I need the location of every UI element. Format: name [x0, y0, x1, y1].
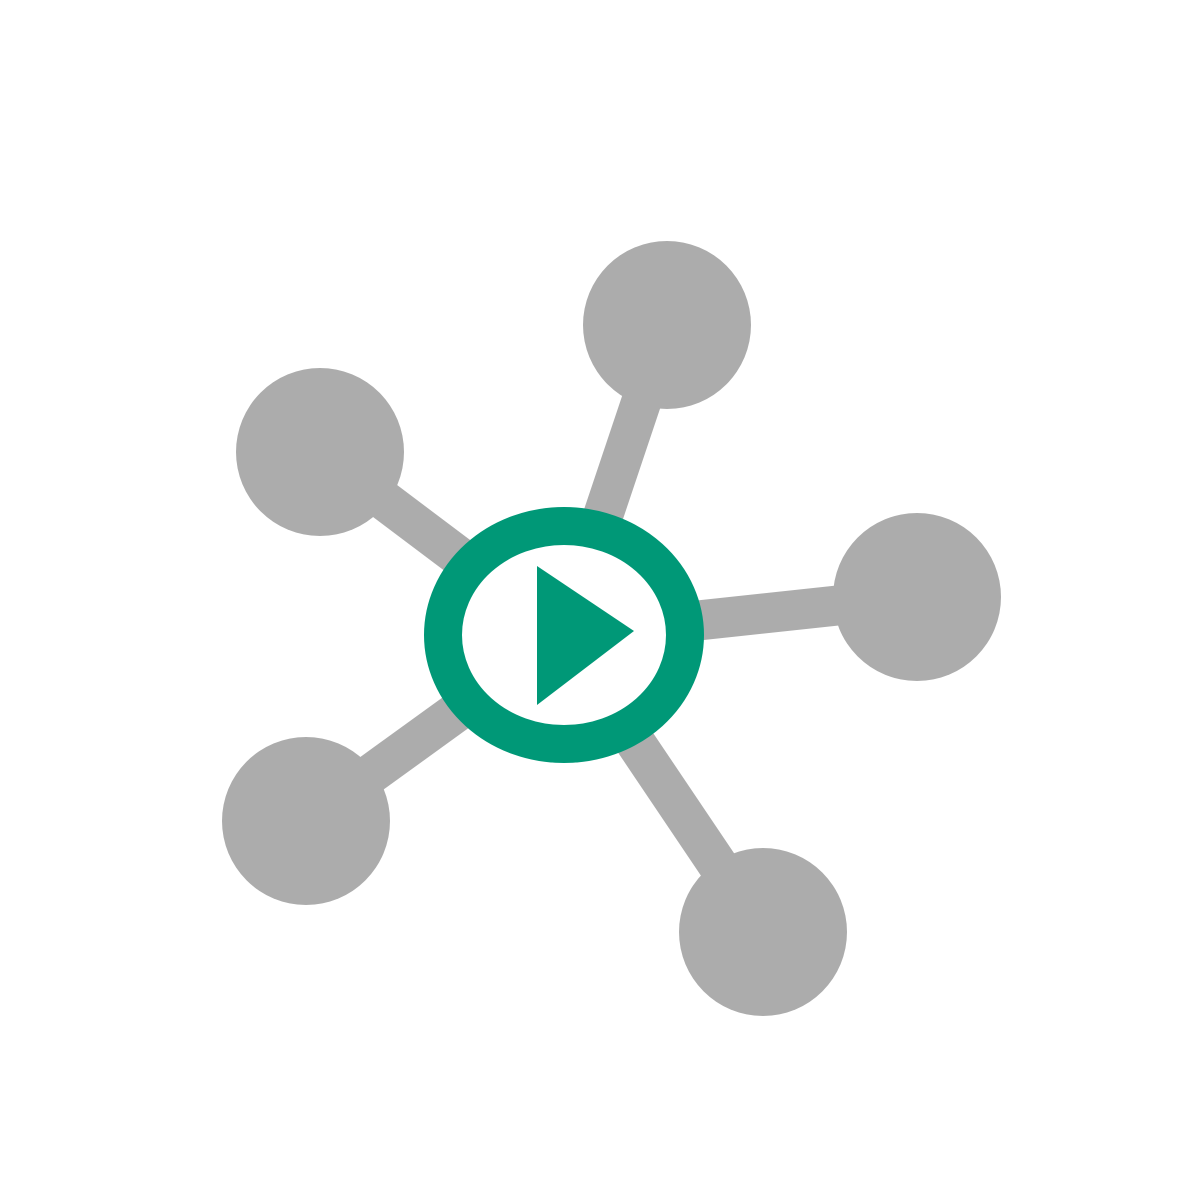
network-nodes: [222, 241, 1001, 1016]
node-top: [583, 241, 751, 409]
node-lower-left: [222, 737, 390, 905]
node-upper-left: [236, 368, 404, 536]
node-right: [833, 513, 1001, 681]
play-icon: [537, 566, 634, 705]
node-bottom: [679, 848, 847, 1016]
hub: [424, 507, 704, 763]
